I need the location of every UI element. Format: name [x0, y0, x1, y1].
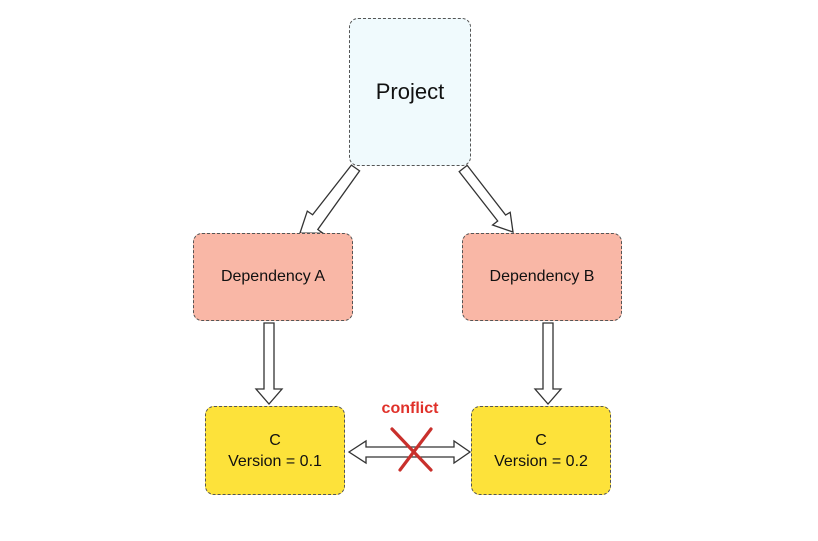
- cross-icon: [390, 427, 433, 472]
- project-node: Project: [349, 18, 471, 166]
- arrow-dep-a-to-c-left: [254, 322, 284, 405]
- dependency-a-node: Dependency A: [193, 233, 353, 321]
- arrow-conflict-bidirectional: [347, 439, 472, 465]
- c-right-name: C: [535, 431, 547, 449]
- c-right-version: Version = 0.2: [494, 452, 588, 470]
- c-version-0-1-node: C Version = 0.1: [205, 406, 345, 495]
- conflict-label: conflict: [381, 400, 439, 417]
- arrow-project-to-dep-a: [299, 164, 361, 234]
- project-label: Project: [375, 79, 445, 104]
- c-left-name: C: [269, 431, 281, 449]
- c-version-0-2-node: C Version = 0.2: [471, 406, 611, 495]
- arrow-dep-b-to-c-right: [533, 322, 563, 405]
- dependency-b-node: Dependency B: [462, 233, 622, 321]
- c-left-version: Version = 0.1: [228, 452, 322, 470]
- dependency-b-label: Dependency B: [489, 268, 595, 285]
- arrow-project-to-dep-b: [458, 164, 514, 233]
- dependency-a-label: Dependency A: [220, 268, 326, 285]
